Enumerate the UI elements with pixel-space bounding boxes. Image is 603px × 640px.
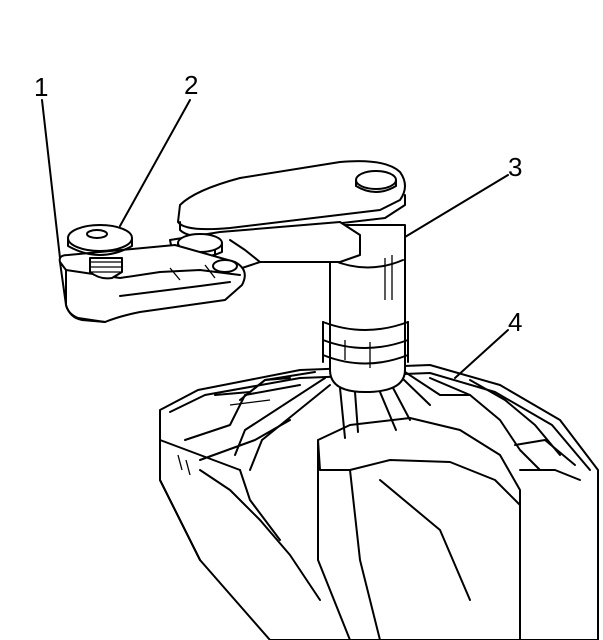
callout-label-2: 2 — [184, 70, 199, 100]
leader-line-2 — [119, 99, 191, 227]
leader-line-1 — [41, 99, 61, 259]
cable-bracket — [58, 244, 246, 323]
leader-line-3 — [404, 174, 509, 238]
bracket-bolt — [67, 224, 133, 280]
callout-label-3: 3 — [508, 152, 523, 182]
callout-label-1: 1 — [34, 72, 49, 102]
callout-leaders — [41, 99, 509, 379]
leader-line-4 — [454, 329, 509, 379]
callout-label-4: 4 — [508, 307, 523, 337]
shift-shaft — [322, 224, 409, 393]
shifter-base-housing — [159, 364, 599, 640]
